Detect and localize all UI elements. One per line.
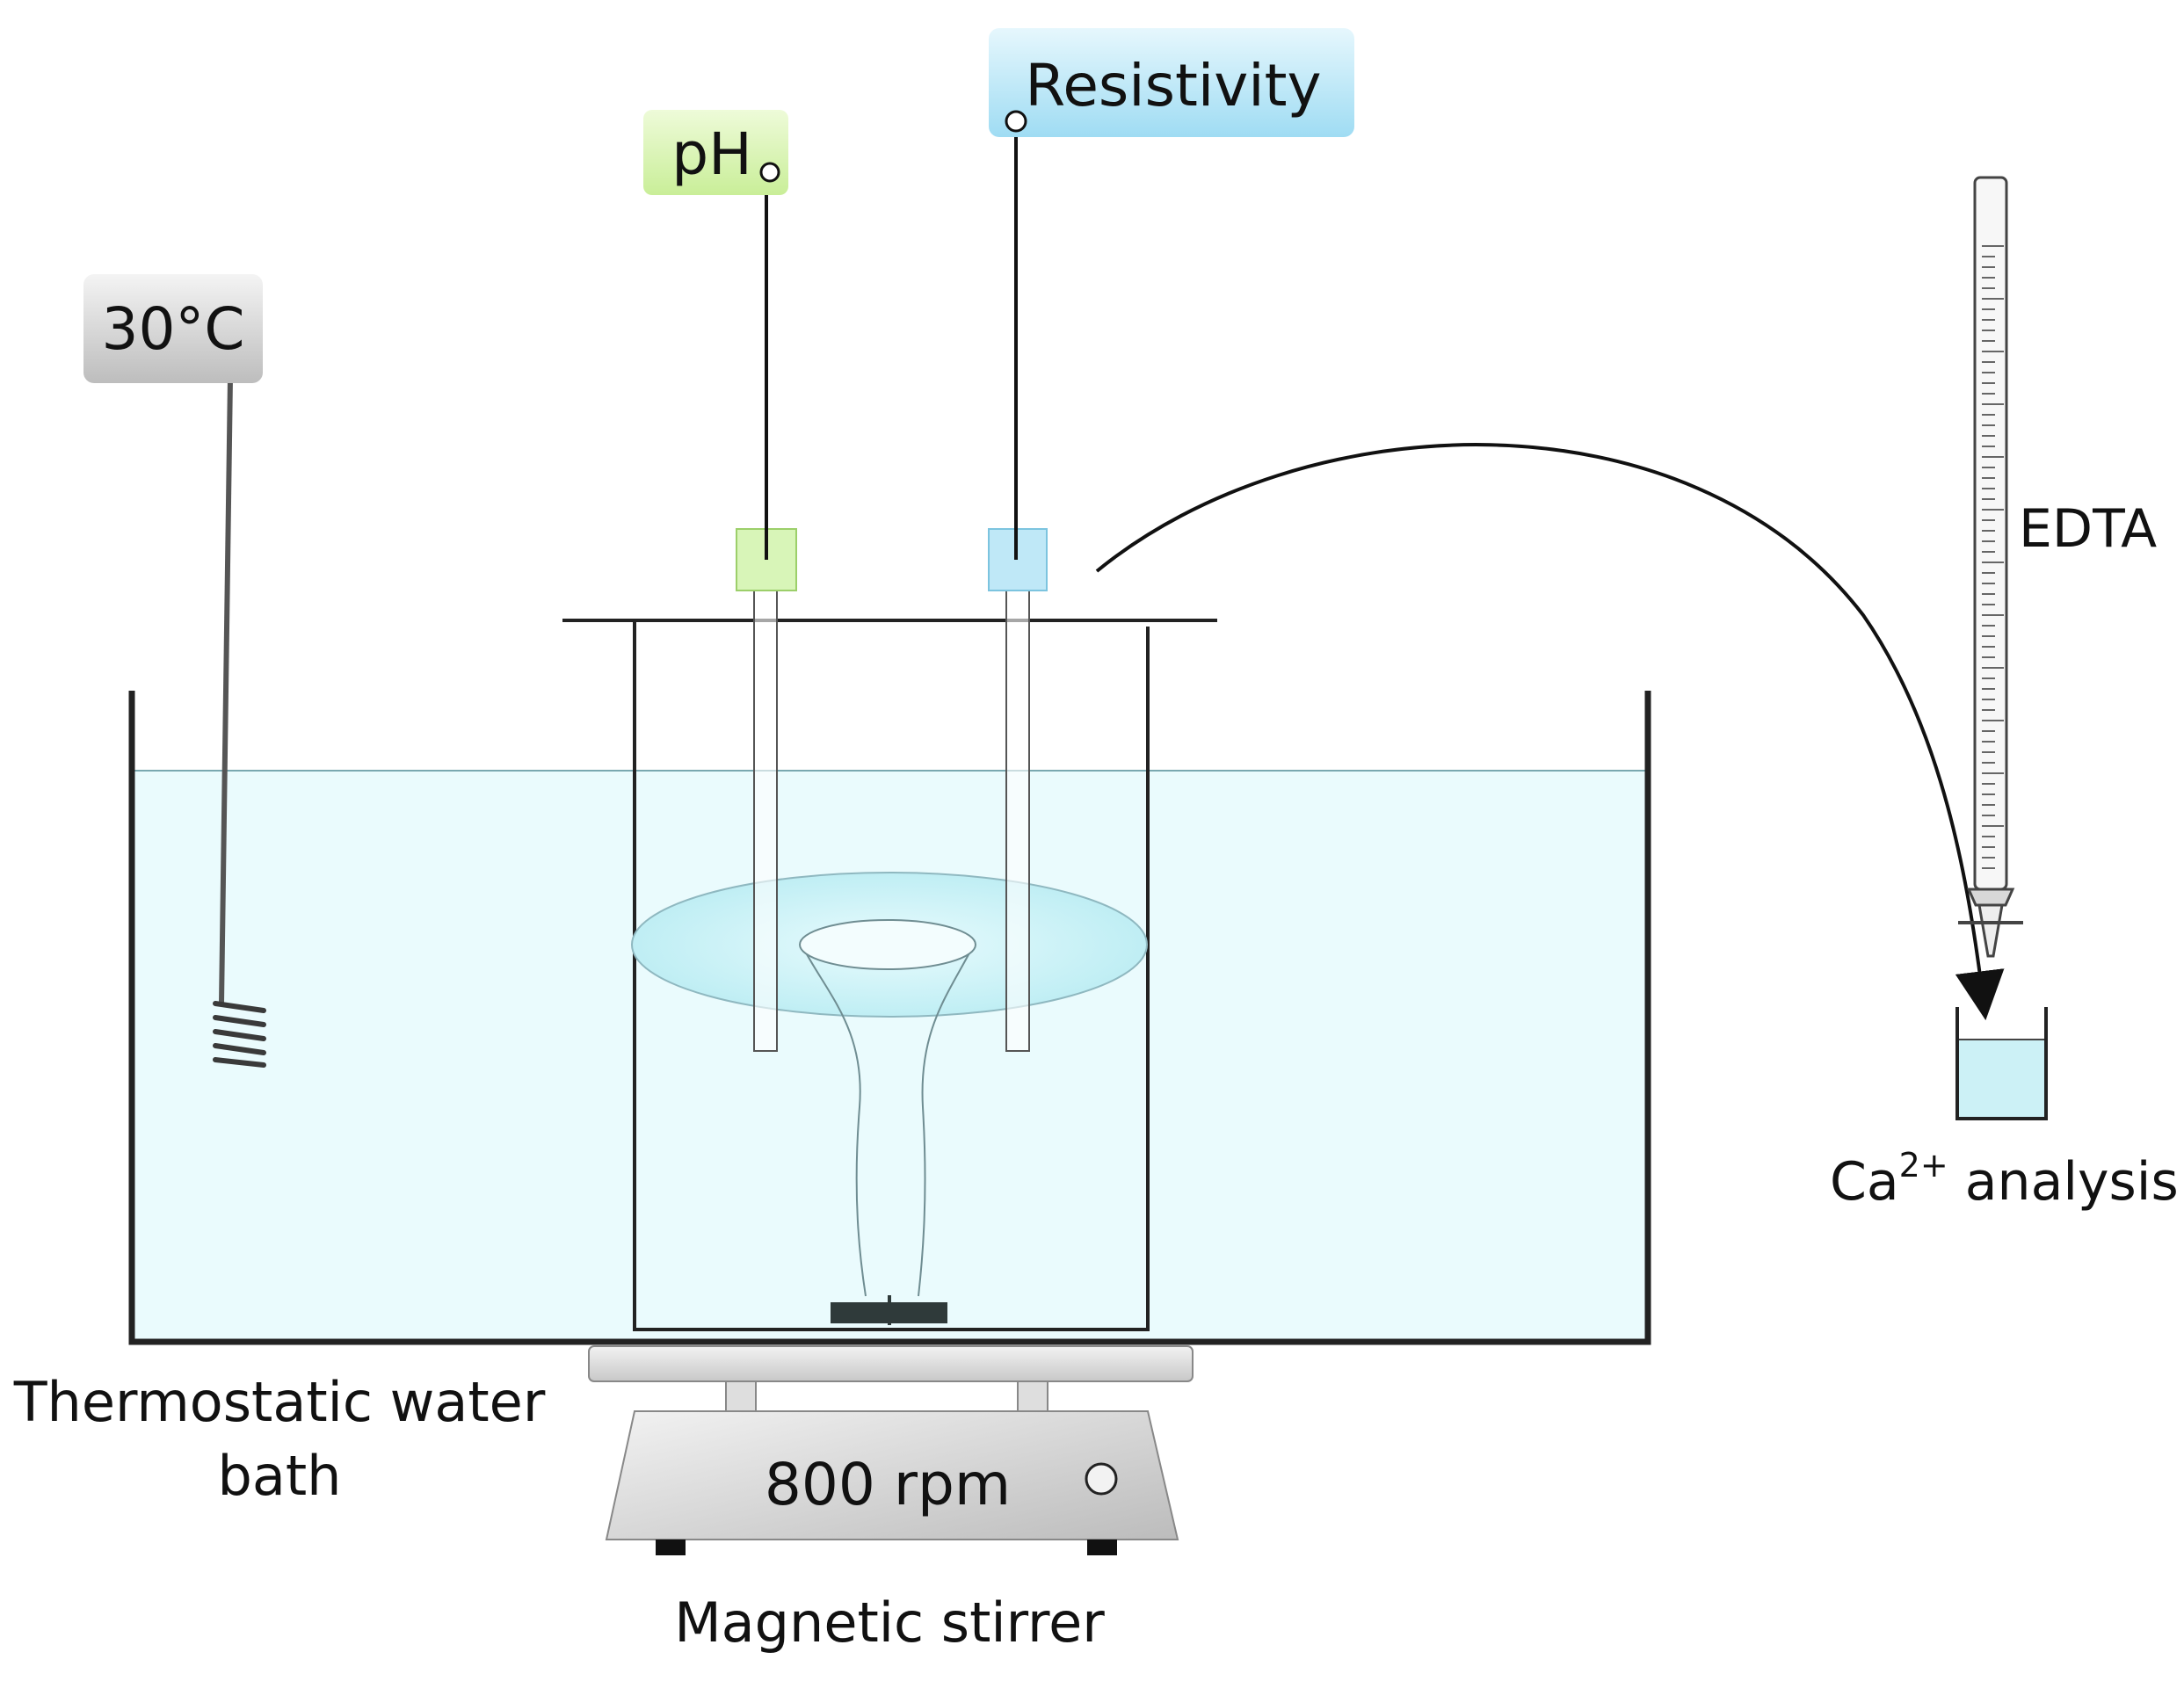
reactor-beaker — [633, 620, 1150, 1331]
stirrer-knob-icon[interactable] — [1085, 1462, 1118, 1496]
temperature-box — [83, 274, 263, 383]
stirrer-speed-label: 800 rpm — [765, 1451, 1011, 1518]
heater-coil-icon — [213, 1001, 266, 1068]
ca-analysis-label: Ca2+ analysis — [1830, 1146, 2179, 1213]
analysis-beaker: Ca2+ analysis — [1830, 1007, 2179, 1213]
bath-container — [128, 691, 1651, 1345]
temperature-label: 30°C — [101, 295, 244, 363]
ph-connector-icon — [759, 162, 780, 183]
analysis-beaker-liquid — [1957, 1040, 2046, 1119]
stirrer-body — [605, 1410, 1179, 1540]
water-bath-label-line1: Thermostatic water — [13, 1370, 546, 1434]
magnetic-stirrer: 800 rpm Magnetic stirrer — [588, 1345, 1194, 1655]
water-bath-caption: Thermostatic water bath — [13, 1370, 546, 1508]
ca-analysis-superscript: 2+ — [1899, 1146, 1948, 1185]
resistivity-connector-icon — [1005, 110, 1027, 133]
vortex-throat — [799, 919, 976, 970]
stirrer-leg-left — [725, 1380, 757, 1412]
water-bath-label-line2: bath — [218, 1444, 342, 1508]
burette-tip — [1977, 903, 2004, 958]
water-bath — [128, 691, 1651, 1345]
stirrer-foot-left — [656, 1540, 686, 1555]
bath-water — [132, 771, 1648, 1342]
edta-burette: EDTA — [1958, 176, 2157, 958]
stirrer-foot-right — [1087, 1540, 1117, 1555]
ca-analysis-prefix: Ca — [1830, 1151, 1899, 1213]
burette-tube — [1973, 176, 2008, 891]
sampling-arrow — [1095, 443, 2005, 1021]
stirrer-plate — [588, 1345, 1194, 1382]
edta-label: EDTA — [2019, 498, 2157, 560]
ph-label-box — [643, 110, 788, 195]
stirrer-leg-right — [1017, 1380, 1048, 1412]
resistivity-label-box — [989, 28, 1354, 137]
analysis-beaker-outline — [1955, 1007, 2048, 1120]
burette-graduations — [1982, 245, 2004, 869]
vortex-funnel — [801, 944, 975, 1297]
heater-wire — [219, 377, 233, 1004]
burette-stopcock — [1966, 888, 2015, 907]
ph-probe: pH — [643, 110, 797, 1052]
resistivity-probe: Resistivity — [988, 28, 1354, 1052]
ph-electrode-tube — [753, 590, 778, 1052]
ca-analysis-suffix: analysis — [1948, 1151, 2179, 1213]
ph-label: pH — [671, 120, 752, 188]
heater-probe: 30°C — [83, 274, 266, 1068]
resistivity-label: Resistivity — [1025, 52, 1321, 120]
resistivity-electrode-tube — [1005, 590, 1030, 1052]
magnetic-stirrer-label: Magnetic stirrer — [674, 1590, 1105, 1655]
